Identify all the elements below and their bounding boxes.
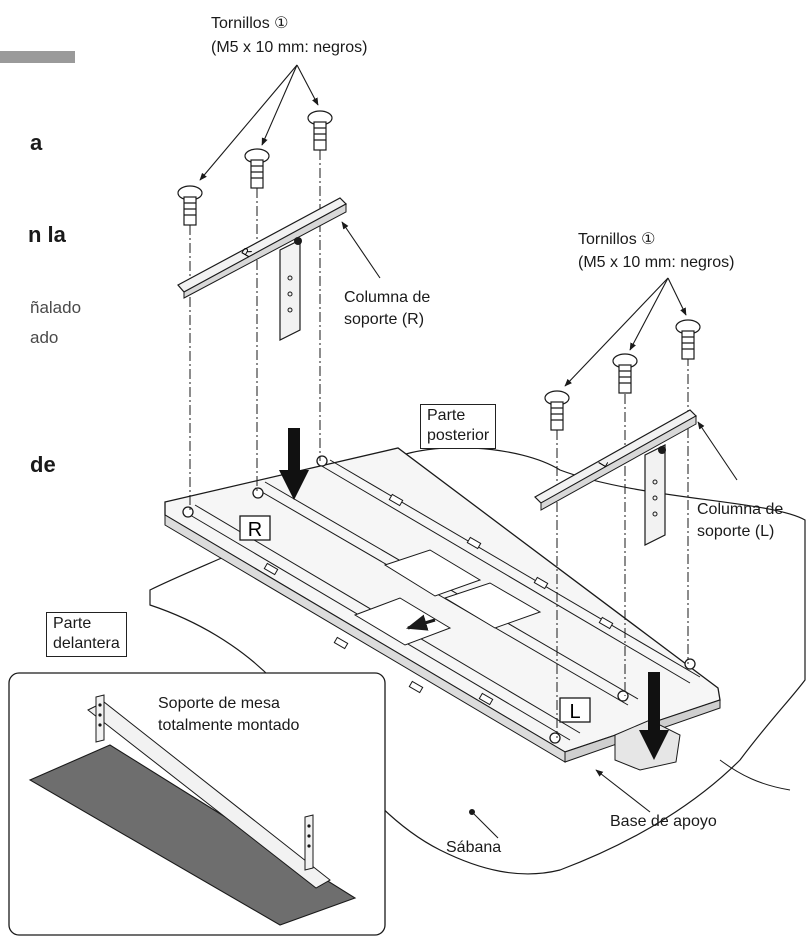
screws-l-title: Tornillos ① — [578, 231, 656, 248]
base-mark-l-box — [559, 697, 591, 723]
left-text-fragment-1: a — [30, 130, 43, 155]
left-text-fragment-3: ñalado — [30, 298, 82, 317]
front-label-line2: delantera — [53, 635, 120, 652]
base-mark-r: R — [248, 519, 262, 541]
base-mark-r-box — [239, 515, 271, 541]
front-label: Parte delantera — [46, 612, 127, 657]
screw-r-2 — [244, 148, 270, 189]
support-column-r: R — [177, 197, 347, 341]
column-l-label-line1: Columna de — [697, 501, 784, 518]
column-r-label-line1: Columna de — [344, 289, 431, 306]
screws-l-spec: (M5 x 10 mm: negros) — [578, 254, 735, 271]
rear-label-line1: Parte — [427, 407, 466, 424]
left-text-fragment-5: de — [30, 452, 56, 477]
base-label: Base de apoyo — [610, 813, 717, 830]
column-r-label-line2: soporte (R) — [344, 311, 425, 328]
screw-r-1 — [177, 185, 203, 226]
front-label-line1: Parte — [53, 615, 92, 632]
screw-l-2 — [612, 353, 638, 394]
sheet-fold — [719, 759, 791, 791]
base-center-panel-1 — [353, 597, 452, 646]
left-text-fragment-2: n la — [28, 222, 66, 247]
assembled-label-line2: totalmente montado — [158, 717, 300, 734]
rear-label-line2: posterior — [427, 427, 490, 444]
screws-r-spec: (M5 x 10 mm: negros) — [211, 39, 368, 56]
assembled-label-line1: Soporte de mesa — [158, 695, 280, 712]
insert-arrow-r — [279, 428, 309, 500]
rear-label: Parte posterior — [420, 404, 497, 449]
front-direction-arrow — [405, 614, 436, 631]
column-l-label-line2: soporte (L) — [697, 523, 775, 540]
screw-l-3 — [675, 319, 701, 360]
base-mark-l: L — [569, 701, 580, 723]
base-center-panel-3 — [443, 582, 542, 629]
insert-arrow-l — [639, 672, 669, 760]
base-center-panel-2 — [383, 549, 482, 597]
screw-r-3 — [307, 110, 333, 151]
screws-r-title: Tornillos ① — [211, 15, 289, 32]
screw-l-1 — [544, 390, 570, 431]
section-header-bar — [0, 51, 75, 63]
left-text-fragment-4: ado — [30, 328, 59, 347]
assembled-stand — [28, 694, 357, 926]
sheet-label: Sábana — [446, 839, 502, 856]
sheet-leader — [471, 811, 499, 839]
support-column-l: L — [534, 409, 697, 546]
